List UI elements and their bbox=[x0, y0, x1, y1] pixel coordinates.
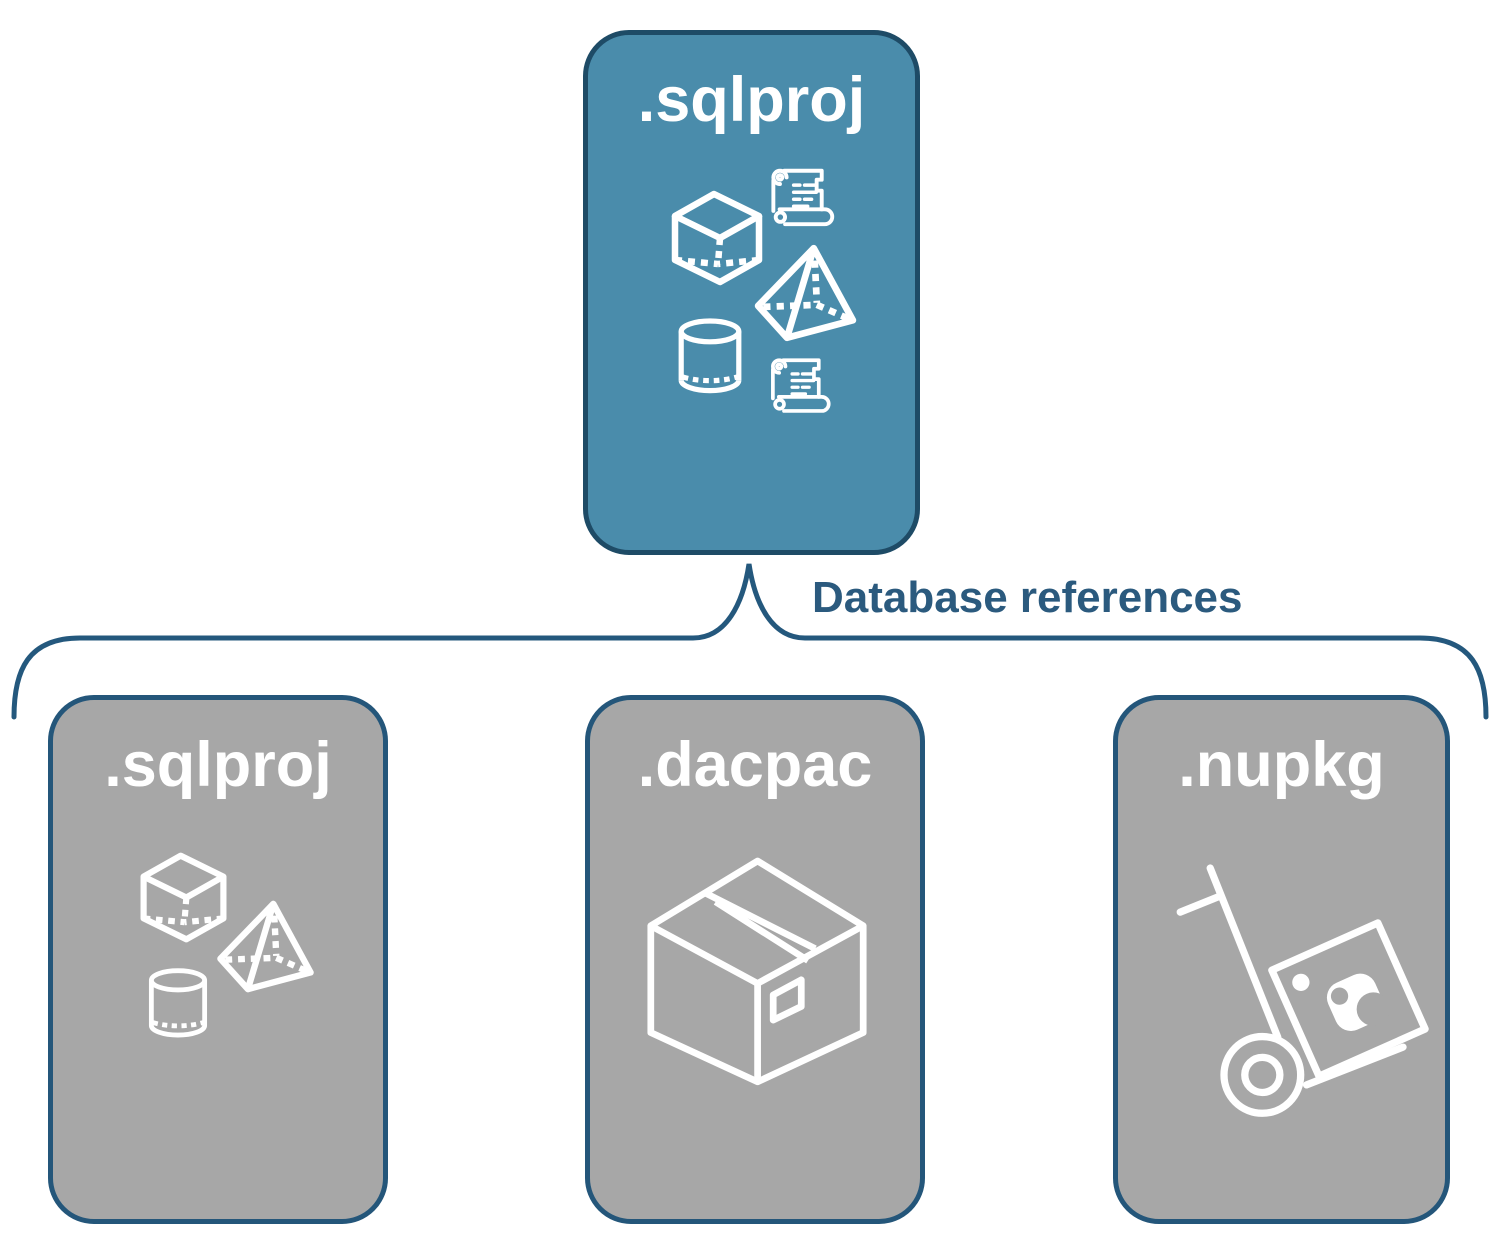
nuget-logo bbox=[1268, 919, 1429, 1080]
cylinder-icon bbox=[148, 968, 208, 1038]
scroll-icon bbox=[771, 358, 831, 413]
scroll-icon bbox=[771, 168, 835, 227]
cube-icon bbox=[671, 190, 763, 286]
root-card-sqlproj: .sqlproj bbox=[583, 30, 920, 555]
connector-label: Database references bbox=[812, 573, 1243, 622]
cube-icon bbox=[140, 852, 227, 943]
package-box-icon bbox=[647, 857, 867, 1086]
child-card-dacpac: .dacpac bbox=[585, 695, 925, 1224]
child-card-nupkg: .nupkg bbox=[1113, 695, 1450, 1224]
cylinder-icon bbox=[678, 318, 742, 394]
child-card-title: .sqlproj bbox=[104, 730, 332, 800]
root-card-title: .sqlproj bbox=[637, 65, 866, 135]
pyramid-icon bbox=[754, 244, 857, 342]
pyramid-icon bbox=[217, 900, 314, 993]
child-card-sqlproj: .sqlproj bbox=[48, 695, 388, 1224]
hand-truck-icon bbox=[1176, 864, 1429, 1117]
child-card-title: .dacpac bbox=[637, 730, 873, 800]
child-card-title: .nupkg bbox=[1178, 730, 1385, 800]
